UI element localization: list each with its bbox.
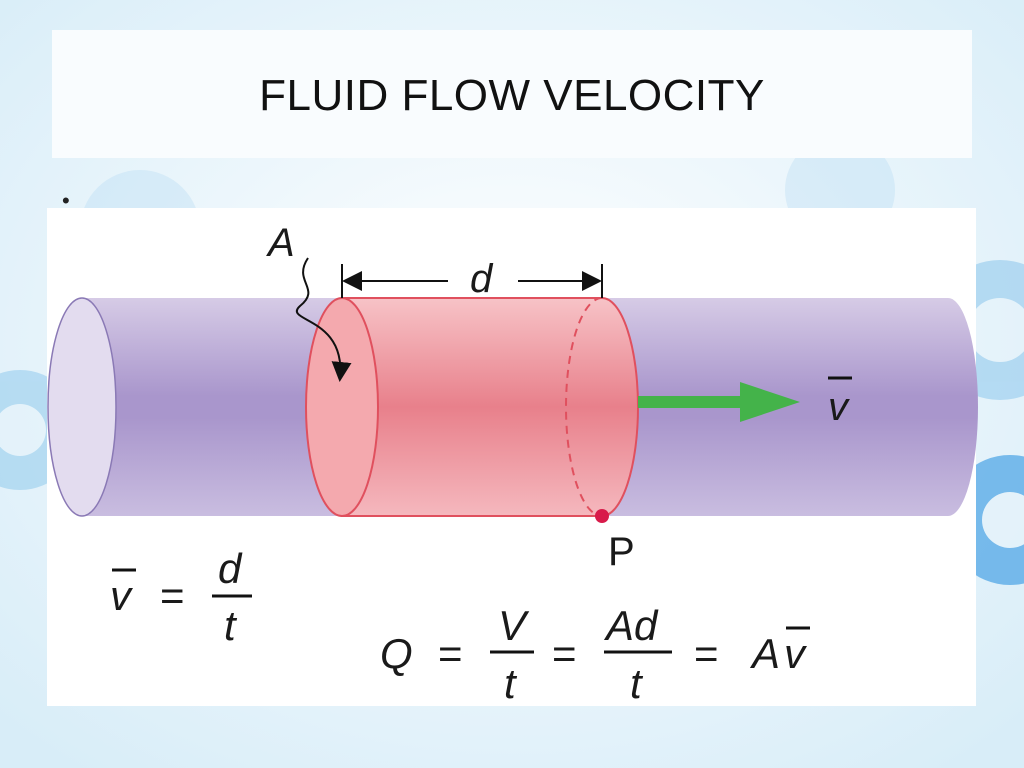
area-a-face [305,297,379,517]
eq2-equals-1: = [438,630,463,677]
eq2-equals-3: = [694,630,719,677]
eq2-equals-2: = [552,630,577,677]
area-label: A [266,221,295,265]
eq1-equals: = [160,572,185,619]
eq2-q: Q [380,630,413,677]
eq1-v: v [110,572,134,619]
velocity-label: v [828,385,850,429]
slide-title: FLUID FLOW VELOCITY [259,71,765,120]
equation-average-velocity: v = d t [110,545,252,649]
point-p-label: P [608,530,635,574]
segment-hidden-edge [565,297,603,517]
eq2-frac1-num: V [498,602,530,649]
velocity-arrow [638,382,800,422]
eq2-rhs-a: A [749,630,780,677]
eq2-frac1-den: t [504,660,518,707]
pipe-left-end [47,297,117,517]
eq2-rhs-v: v [784,630,808,677]
equation-flow-rate: Q = V t = Ad t = A v [380,602,810,707]
eq1-denominator: t [224,602,238,649]
eq2-frac2-den: t [630,660,644,707]
bullet-point: • [62,188,70,213]
fluid-segment [341,297,639,517]
area-pointer-arrow [295,257,352,382]
point-p-marker [595,509,609,523]
distance-label: d [470,257,494,301]
eq2-frac2-num: Ad [603,602,659,649]
eq1-numerator: d [218,545,243,592]
title-box: FLUID FLOW VELOCITY [52,30,972,158]
